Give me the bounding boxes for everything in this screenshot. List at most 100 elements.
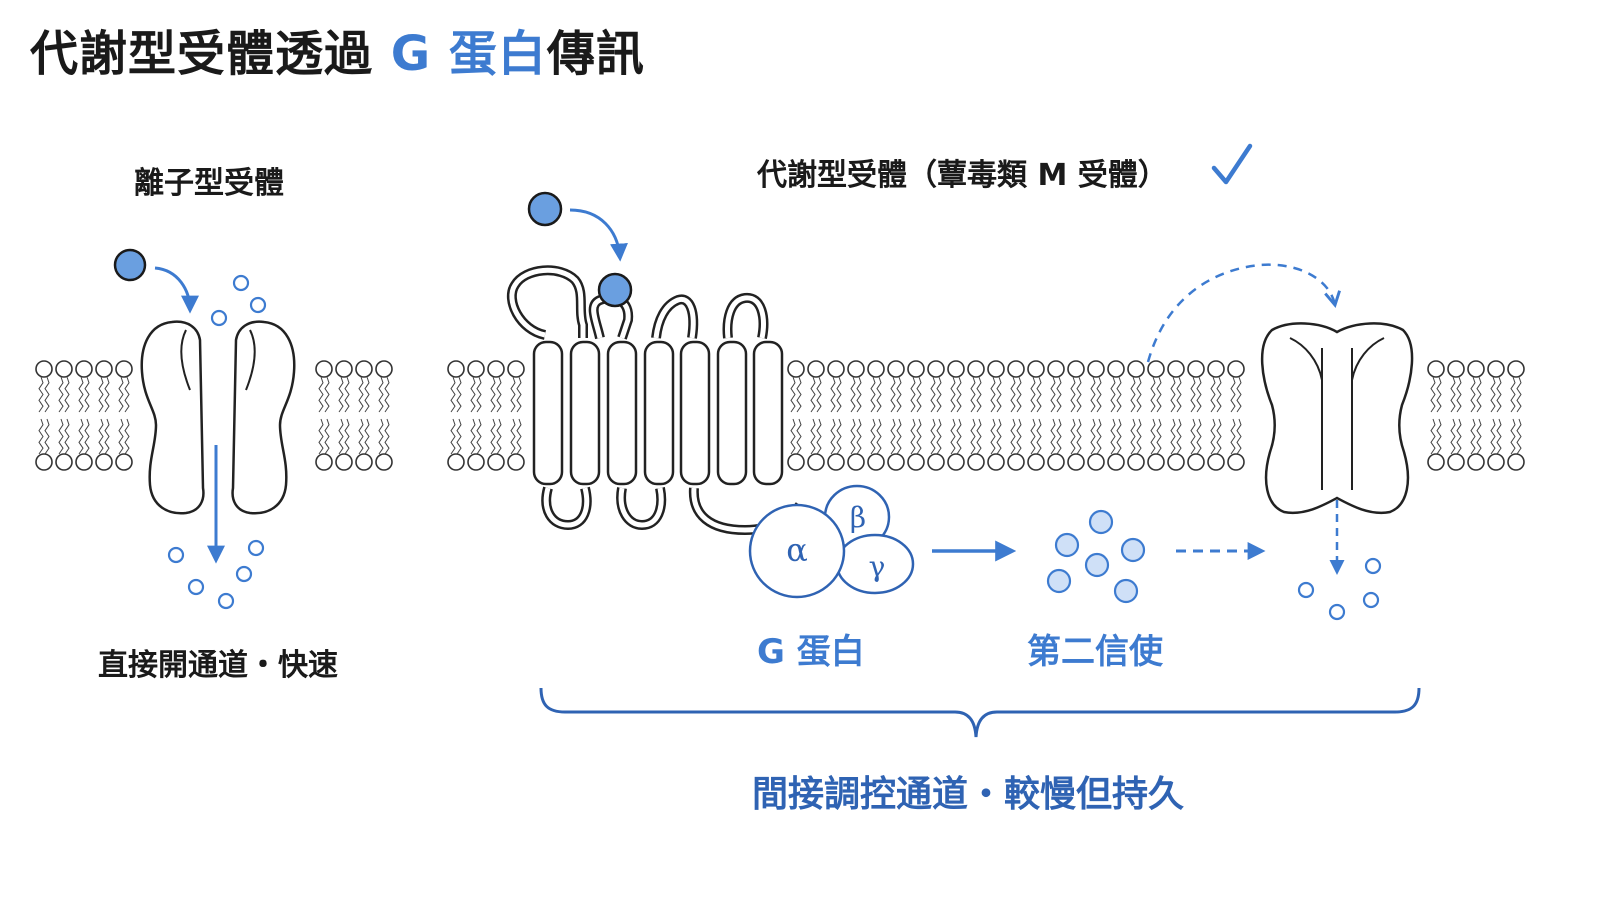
lipid-tail — [64, 418, 70, 455]
lipid-tail — [470, 376, 476, 413]
lipid-bilayer-right — [447, 360, 1525, 471]
lipid-tail — [1190, 376, 1196, 413]
lipid-tail — [84, 376, 90, 413]
lipid-head — [507, 453, 525, 471]
lipid-tail — [1430, 376, 1436, 413]
lipid-head — [867, 453, 885, 471]
lipid-tail — [364, 418, 370, 455]
lipid-tail — [1216, 376, 1222, 413]
lipid-tail — [1096, 376, 1102, 413]
lipid-tail — [1450, 376, 1456, 413]
alpha-symbol: α — [786, 531, 808, 569]
lipid-tail — [1170, 376, 1176, 413]
lipid-tail — [990, 376, 996, 413]
lipid-tail — [910, 418, 916, 455]
lipid-head — [335, 453, 353, 471]
lipid-tail — [1116, 418, 1122, 455]
lipid-head — [447, 453, 465, 471]
lipid-tail — [996, 418, 1002, 455]
lipid-tail — [516, 418, 522, 455]
lipid-tail — [1136, 418, 1142, 455]
lipid-tail — [1516, 376, 1522, 413]
lipid-head — [467, 453, 485, 471]
lipid-tail — [910, 376, 916, 413]
lipid-tail — [384, 418, 390, 455]
lipid-tail — [318, 376, 324, 413]
lipid-tail — [1490, 418, 1496, 455]
lipid-tail — [104, 418, 110, 455]
ions-above-ionotropic — [210, 274, 267, 327]
lipid-tail — [344, 376, 350, 413]
lipid-head — [355, 453, 373, 471]
lipid-tail — [956, 376, 962, 413]
lipid-tail — [84, 418, 90, 455]
lipid-head — [115, 360, 133, 378]
lipid-tail — [490, 418, 496, 455]
lipid-head — [787, 453, 805, 471]
lipid-tail — [1490, 376, 1496, 413]
lipid-head — [447, 360, 465, 378]
lipid-tail — [1116, 376, 1122, 413]
lipid-head — [827, 360, 845, 378]
lipid-tail — [1150, 376, 1156, 413]
lipid-head — [1187, 360, 1205, 378]
title-part2: 傳訊 — [546, 26, 645, 82]
lipid-tail — [896, 418, 902, 455]
lipid-tail — [378, 418, 384, 455]
lipid-head — [807, 453, 825, 471]
lipid-tail — [344, 418, 350, 455]
lipid-tail — [1110, 376, 1116, 413]
lipid-head — [75, 453, 93, 471]
lipid-tail — [796, 376, 802, 413]
lipid-head — [1047, 453, 1065, 471]
lipid-tail — [44, 376, 50, 413]
lipid-tail — [796, 418, 802, 455]
lipid-tail — [118, 418, 124, 455]
lipid-head — [315, 453, 333, 471]
lipid-head — [967, 360, 985, 378]
lipid-tail — [870, 376, 876, 413]
lipid-tail — [78, 418, 84, 455]
lipid-tail — [1436, 418, 1442, 455]
ligand-metabotropic — [527, 191, 563, 227]
ionotropic-label: 離子型受體 — [134, 166, 284, 201]
lipid-tail — [1050, 376, 1056, 413]
lipid-tail — [1196, 418, 1202, 455]
lipid-tail — [1170, 418, 1176, 455]
lipid-head — [35, 360, 53, 378]
lipid-tail — [510, 418, 516, 455]
lipid-tail — [1510, 418, 1516, 455]
lipid-head — [335, 360, 353, 378]
lipid-tail — [936, 418, 942, 455]
lipid-tail — [450, 418, 456, 455]
lipid-head — [1007, 360, 1025, 378]
lipid-tail — [470, 418, 476, 455]
lipid-head — [787, 360, 805, 378]
lipid-tail — [338, 376, 344, 413]
title-part1: 代謝型受體透過 — [30, 26, 374, 82]
bound-ligand — [597, 272, 633, 308]
lipid-head — [55, 360, 73, 378]
lipid-tail — [450, 376, 456, 413]
ions-below-right-channel — [1297, 557, 1382, 621]
lipid-tail — [378, 376, 384, 413]
lipid-head — [907, 453, 925, 471]
lipid-tail — [98, 376, 104, 413]
second-messenger-cluster — [1046, 509, 1146, 604]
lipid-tail — [1090, 418, 1096, 455]
lipid-tail — [1056, 418, 1062, 455]
lipid-tail — [496, 376, 502, 413]
ion-channel-right — [1260, 322, 1414, 515]
lipid-head — [807, 360, 825, 378]
lipid-head — [35, 453, 53, 471]
lipid-tail — [490, 376, 496, 413]
lipid-tail — [318, 418, 324, 455]
lipid-head — [1067, 360, 1085, 378]
lipid-head — [1007, 453, 1025, 471]
lipid-tail — [364, 376, 370, 413]
lipid-head — [375, 453, 393, 471]
lipid-tail — [1016, 376, 1022, 413]
lipid-tail — [1070, 418, 1076, 455]
lipid-tail — [358, 418, 364, 455]
lipid-tail — [1210, 418, 1216, 455]
